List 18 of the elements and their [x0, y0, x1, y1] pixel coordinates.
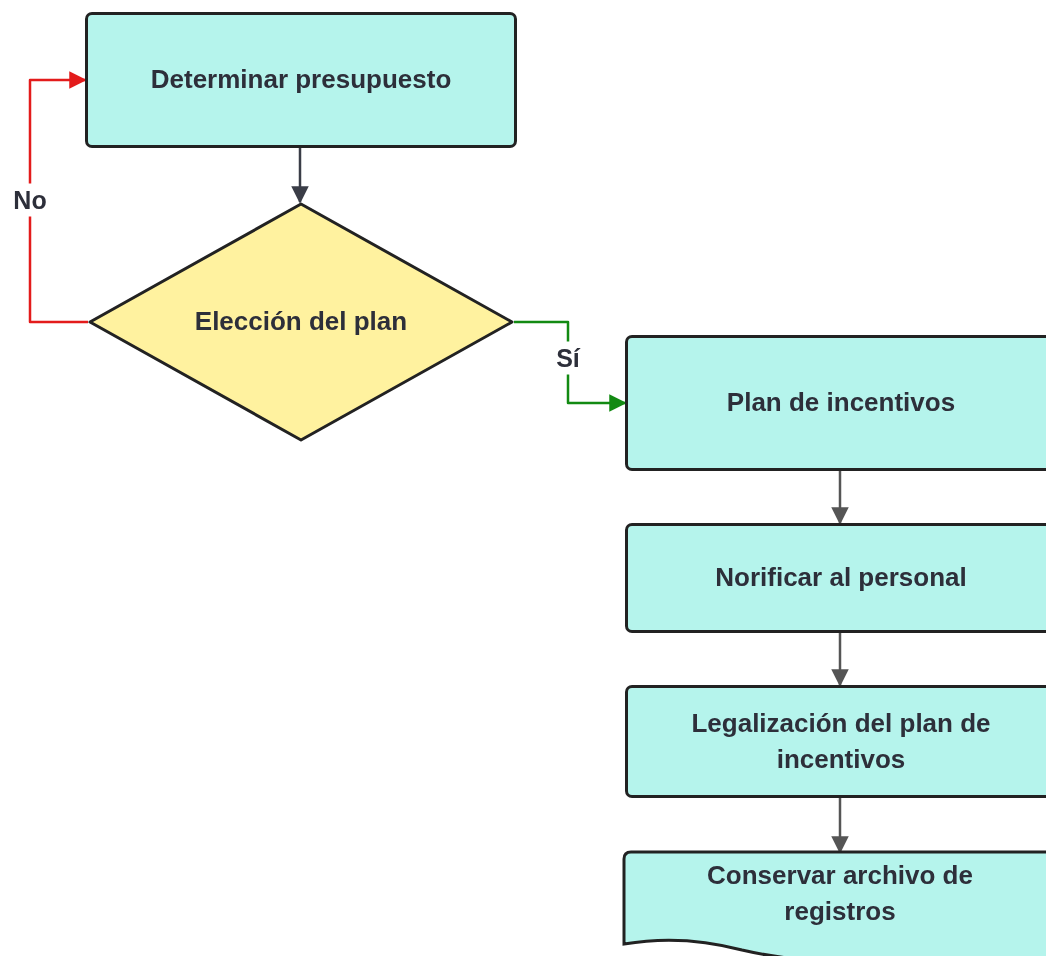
- arrow: [291, 148, 309, 204]
- decision-diamond: [88, 202, 514, 442]
- edge-label: Sí: [554, 341, 582, 375]
- process-box: [85, 12, 517, 148]
- process-box: [625, 335, 1046, 471]
- node-label: Plan de incentivos: [726, 386, 956, 420]
- process-box: [625, 523, 1046, 633]
- edge-label: No: [11, 183, 49, 217]
- node-label: Elección del plan: [194, 305, 408, 339]
- arrow: [831, 633, 849, 687]
- node-label: Norificar al personal: [715, 561, 967, 595]
- process-box: [625, 685, 1046, 798]
- node-label: Legalización del plan de incentivos: [690, 706, 992, 776]
- node-label: Conservar archivo de registros: [706, 859, 974, 928]
- node-label: Determinar presupuesto: [150, 63, 452, 97]
- document-shape: [622, 850, 1046, 956]
- arrow: [28, 71, 88, 324]
- arrow: [831, 471, 849, 525]
